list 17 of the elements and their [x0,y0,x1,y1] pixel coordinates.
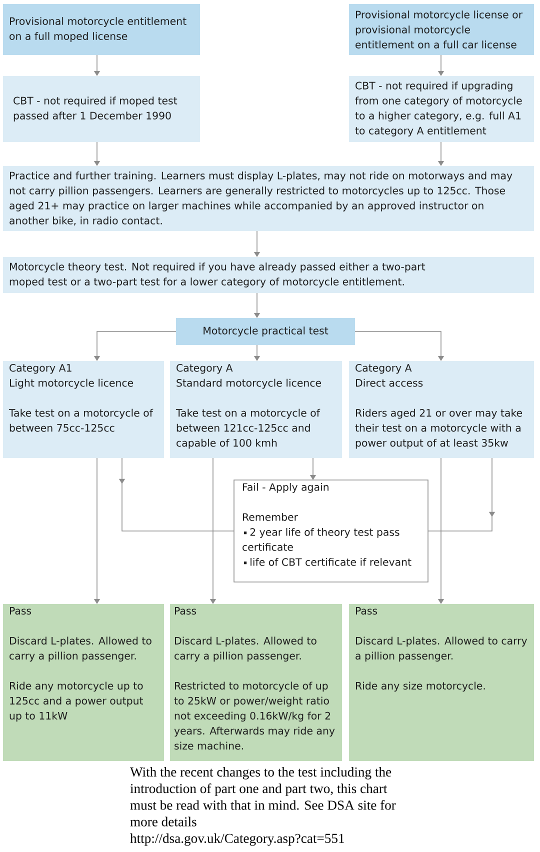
process-box: CBT - not required if moped test passed after 1 December 1990 [3,76,200,142]
process-box: Motorcycle practical test [176,318,355,345]
process-box: Motorcycle theory test. Not required if you have already passed either a two-part moped test or a two-part test for a lower category of motorcycle entitlement. [3,257,534,293]
process-box: CBT - not required if upgrading from one category of motorcycle to a higher category, e.g. full A1 to category A entitlement [349,76,534,142]
web-address: http://dsa.gov.uk/Category.asp?cat=551 [130,833,344,846]
arrow [428,458,496,532]
category-box: Category A Standard motorcycle licence Take test on a motorcycle of between 121cc-125cc and capable of 100 kmh [170,361,342,458]
category-box: Category A Direct access Riders aged 21 or over may take their test on a motorcycle with a power output of at least 35kw [349,361,534,458]
result-box: Pass Discard L-plates. Allowed to carry a pillion passenger. Ride any size motorcycle. [349,604,534,761]
process-box: Provisional motorcycle entitlement on a full moped license [3,4,200,55]
result-box: Fail - Apply again Remember 2 year life of theory test pass certificate life of CBT certificate if relevant [234,480,428,582]
result-box: Pass Discard L-plates. Allowed to carry a pillion passenger. Restricted to motorcycle of up to 25kW or power/weight ratio not exceeding 0.16kW/kg for 2 years. Afterwards may ride any size machine. [170,604,342,761]
process-box: Provisional motorcycle license or provisional motorcycle entitlement on a full car license [349,4,534,55]
category-box: Category A1 Light motorcycle licence Take test on a motorcycle of between 75cc-125cc [3,361,164,458]
arrow [354,331,444,361]
process-box: Practice and further training. Learners must display L-plates, may not ride on motorways and may not carry pillion passengers. Learners are generally restricted to motorcycles up to 125cc. Those aged 21+ may practice on larger machines while accompanied by an approved instructor on another bike, in radio contact. [3,166,534,231]
result-box: Pass Discard L-plates. Allowed to carry a pillion passenger. Ride any motorcycle up to 125cc and a power output up to 11kW [3,604,164,761]
